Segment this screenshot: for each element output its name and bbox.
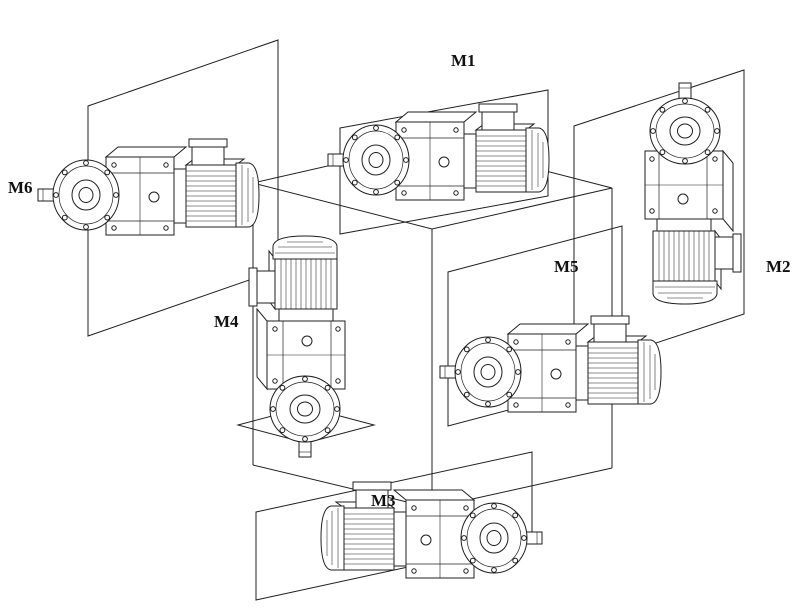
motor-m5-drawing [439, 315, 662, 413]
label-m4: M4 [214, 312, 239, 331]
label-m3: M3 [371, 491, 396, 510]
motor-m2-drawing [644, 82, 742, 305]
label-m2: M2 [766, 257, 791, 276]
label-m1: M1 [451, 51, 476, 70]
label-m5: M5 [554, 257, 579, 276]
motor-m6-drawing [37, 138, 260, 236]
motor-m1-drawing [327, 103, 550, 201]
label-m6: M6 [8, 178, 33, 197]
motor-m3-drawing [320, 481, 543, 579]
panel-m1 [339, 89, 549, 235]
motor-m4-drawing [248, 235, 346, 458]
